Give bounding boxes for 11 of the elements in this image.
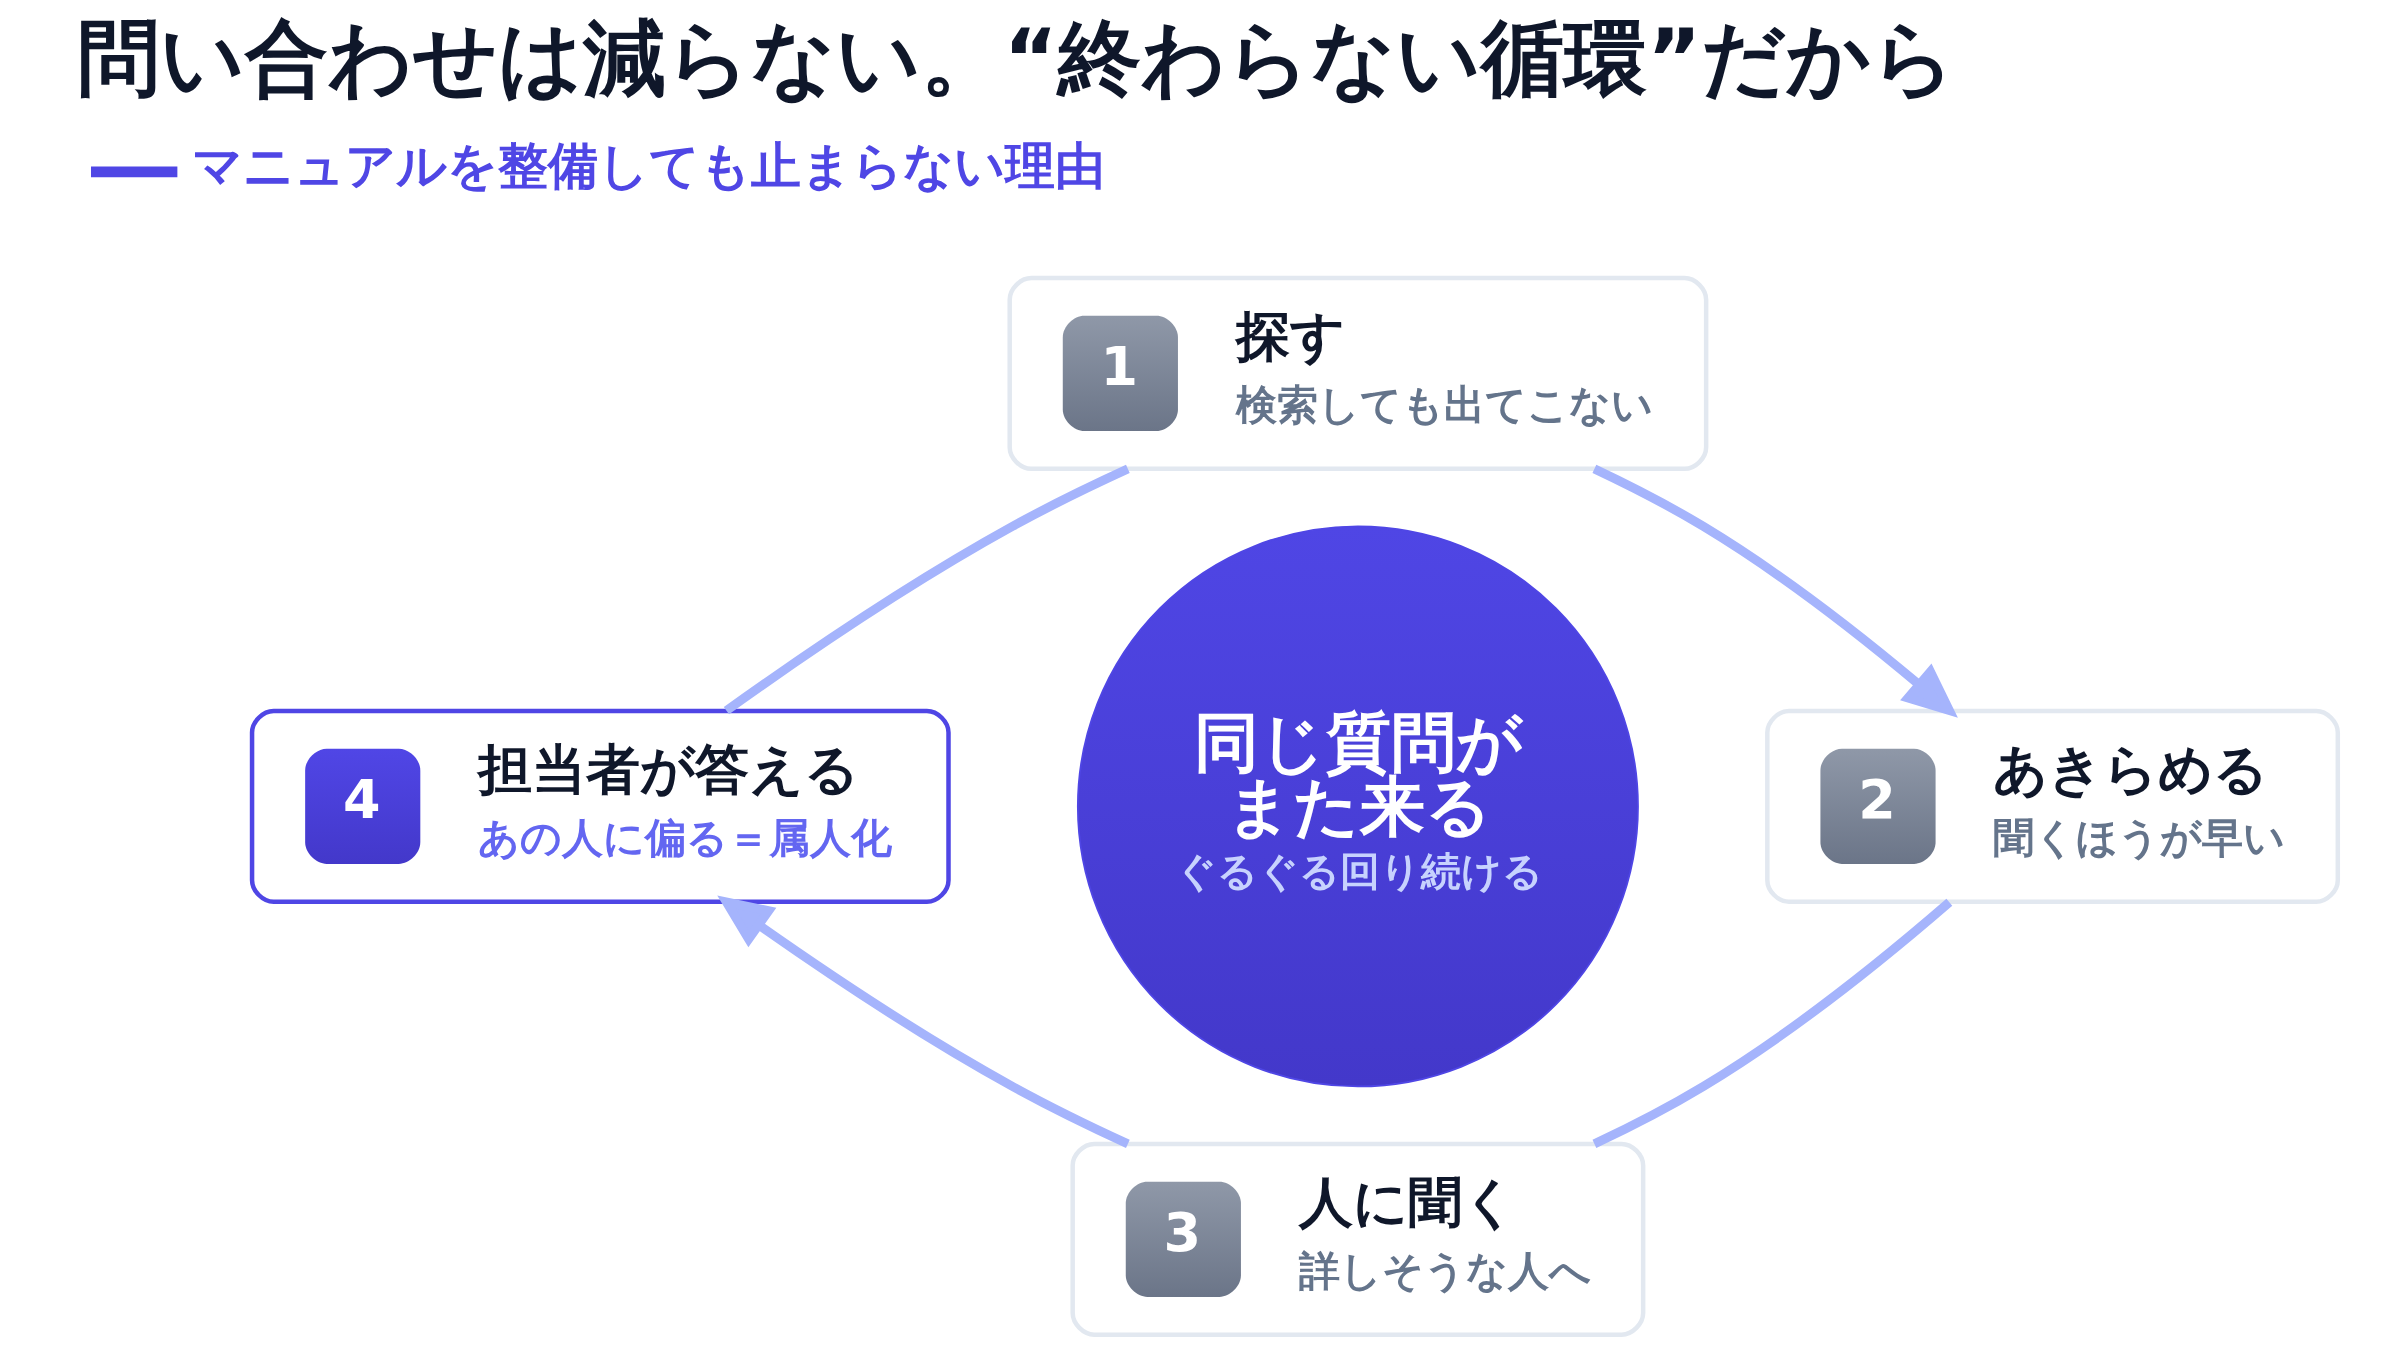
diagram-title: 問い合わせは減らない。“終わらない循環”だから (76, 9, 1957, 107)
node-circle: 同じ質問がまた来る ぐるぐる回り続ける (1076, 525, 1639, 1088)
connector (1592, 898, 1953, 1148)
node-box: 3 人に聞く 詳しそうな人へ (1070, 1141, 1646, 1337)
arrow (717, 895, 1130, 1148)
node-box: 1 探す 検索しても出てこない (1007, 275, 1709, 472)
connector (723, 464, 1130, 715)
arrow (1592, 464, 1958, 718)
label: マニュアルを整備しても止まらない理由 (191, 135, 1105, 195)
node-box: 4 担当者が答える あの人に偏る＝属人化 (249, 708, 951, 904)
node-box: 2 あきらめる 聞くほうが早い (1765, 708, 2341, 904)
